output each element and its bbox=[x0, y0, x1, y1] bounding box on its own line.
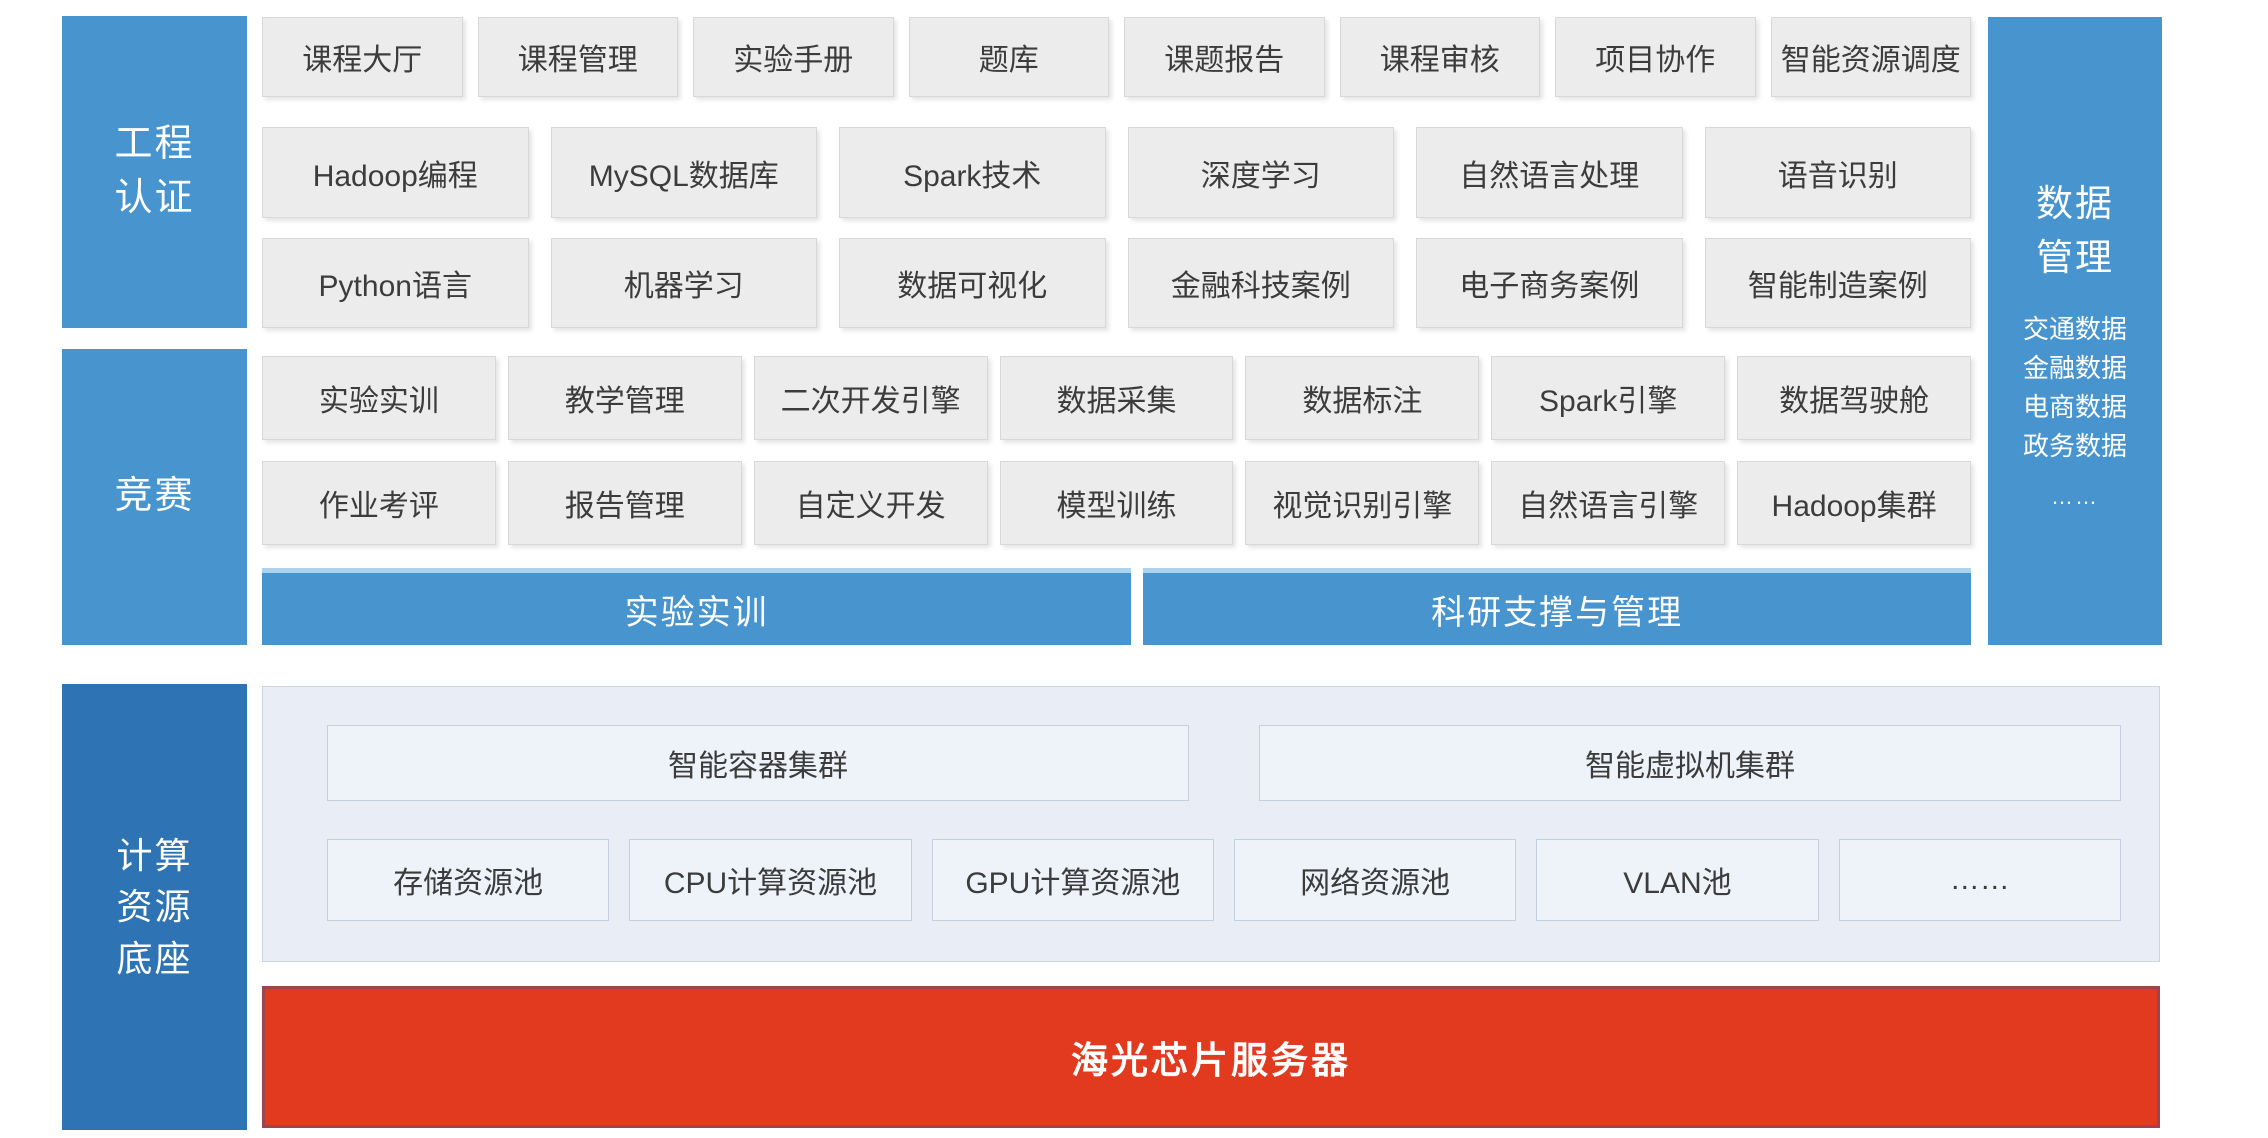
rail-label-line: 资源 bbox=[116, 886, 193, 928]
feature-box: 题库 bbox=[908, 17, 1109, 97]
feature-box: 数据标注 bbox=[1245, 356, 1480, 440]
rail-label-line: 管理 bbox=[2036, 236, 2114, 278]
pool-box: GPU计算资源池 bbox=[931, 839, 1214, 921]
feature-box: 课程审核 bbox=[1339, 17, 1540, 97]
feature-box: 视觉识别引擎 bbox=[1245, 461, 1480, 545]
rail-data-management: 数据 管理 交通数据 金融数据 电商数据 政务数据 …… bbox=[1988, 17, 2162, 645]
compute-resource-container: 智能容器集群 智能虚拟机集群 存储资源池 CPU计算资源池 GPU计算资源池 网… bbox=[262, 686, 2160, 962]
feature-box: 作业考评 bbox=[262, 461, 496, 545]
feature-box: Spark技术 bbox=[839, 127, 1106, 218]
hygon-server-bar: 海光芯片服务器 bbox=[262, 986, 2160, 1128]
data-source-item: 金融数据 bbox=[2022, 353, 2127, 384]
feature-box: 课程管理 bbox=[477, 17, 678, 97]
feature-box: Hadoop集群 bbox=[1737, 461, 1972, 545]
feature-box: 项目协作 bbox=[1555, 17, 1756, 97]
pool-box: …… bbox=[1838, 839, 2121, 921]
platform-bars: 实验实训 科研支撑与管理 bbox=[262, 568, 1971, 645]
rail-engineering-certification: 工程 认证 bbox=[62, 16, 247, 328]
rail-label-line: 数据 bbox=[2036, 183, 2114, 224]
feature-box: 语音识别 bbox=[1704, 127, 1971, 218]
feature-row-training-tools: 实验实训 教学管理 二次开发引擎 数据采集 数据标注 Spark引擎 数据驾驶舱 bbox=[262, 356, 1972, 440]
feature-box: 金融科技案例 bbox=[1127, 238, 1394, 328]
cluster-box: 智能虚拟机集群 bbox=[1259, 725, 2121, 801]
data-management-title: 数据 管理 bbox=[2036, 177, 2114, 284]
data-source-item: 电商数据 bbox=[2022, 392, 2127, 423]
data-source-list: 交通数据 金融数据 电商数据 政务数据 bbox=[2023, 310, 2127, 466]
feature-row-management-engines: 作业考评 报告管理 自定义开发 模型训练 视觉识别引擎 自然语言引擎 Hadoo… bbox=[262, 461, 1972, 545]
feature-row-courses: 课程大厅 课程管理 实验手册 题库 课题报告 课程审核 项目协作 智能资源调度 bbox=[262, 17, 1971, 97]
feature-box: 报告管理 bbox=[507, 461, 742, 545]
feature-box: 电子商务案例 bbox=[1416, 238, 1683, 328]
feature-box: 课程大厅 bbox=[262, 17, 463, 97]
feature-box: 机器学习 bbox=[550, 238, 817, 328]
rail-label-line: 竞赛 bbox=[114, 475, 195, 518]
pool-box: VLAN池 bbox=[1536, 839, 1819, 921]
feature-box: 实验实训 bbox=[262, 356, 496, 440]
feature-row-case-courses: Python语言 机器学习 数据可视化 金融科技案例 电子商务案例 智能制造案例 bbox=[262, 238, 1971, 328]
rail-label-line: 计算 bbox=[116, 835, 193, 877]
rail-label-line: 底座 bbox=[116, 937, 193, 979]
data-source-ellipsis: …… bbox=[2051, 484, 2099, 510]
pool-box: 存储资源池 bbox=[327, 839, 610, 921]
rail-compute-resource-base: 计算 资源 底座 bbox=[62, 684, 247, 1130]
feature-box: Hadoop编程 bbox=[262, 127, 529, 218]
feature-box: 智能资源调度 bbox=[1770, 17, 1971, 97]
feature-box: Python语言 bbox=[262, 238, 529, 328]
feature-row-tech-courses: Hadoop编程 MySQL数据库 Spark技术 深度学习 自然语言处理 语音… bbox=[262, 127, 1971, 218]
feature-box: 教学管理 bbox=[507, 356, 742, 440]
platform-bar-experiment-training: 实验实训 bbox=[262, 568, 1132, 645]
feature-box: MySQL数据库 bbox=[550, 127, 817, 218]
feature-box: 数据驾驶舱 bbox=[1737, 356, 1972, 440]
rail-competition: 竞赛 bbox=[62, 349, 247, 645]
feature-box: 数据采集 bbox=[999, 356, 1234, 440]
platform-bar-research-support: 科研支撑与管理 bbox=[1143, 568, 1971, 645]
feature-box: 深度学习 bbox=[1127, 127, 1394, 218]
feature-box: 实验手册 bbox=[693, 17, 894, 97]
feature-box: 自然语言引擎 bbox=[1491, 461, 1726, 545]
feature-box: 数据可视化 bbox=[839, 238, 1106, 328]
feature-box: 自然语言处理 bbox=[1416, 127, 1683, 218]
data-source-item: 交通数据 bbox=[2022, 314, 2127, 345]
data-source-item: 政务数据 bbox=[2022, 431, 2127, 462]
cluster-box: 智能容器集群 bbox=[327, 725, 1189, 801]
rail-label-line: 认证 bbox=[114, 177, 195, 219]
feature-box: 模型训练 bbox=[999, 461, 1234, 545]
feature-box: 智能制造案例 bbox=[1704, 238, 1971, 328]
pool-box: 网络资源池 bbox=[1233, 839, 1517, 921]
feature-box: 课题报告 bbox=[1124, 17, 1325, 97]
feature-box: 自定义开发 bbox=[753, 461, 988, 545]
pool-box: CPU计算资源池 bbox=[629, 839, 912, 921]
feature-box: Spark引擎 bbox=[1491, 356, 1726, 440]
feature-box: 二次开发引擎 bbox=[753, 356, 988, 440]
rail-label-line: 工程 bbox=[114, 123, 195, 166]
cluster-row: 智能容器集群 智能虚拟机集群 bbox=[327, 725, 2121, 801]
resource-pool-row: 存储资源池 CPU计算资源池 GPU计算资源池 网络资源池 VLAN池 …… bbox=[327, 839, 2121, 921]
